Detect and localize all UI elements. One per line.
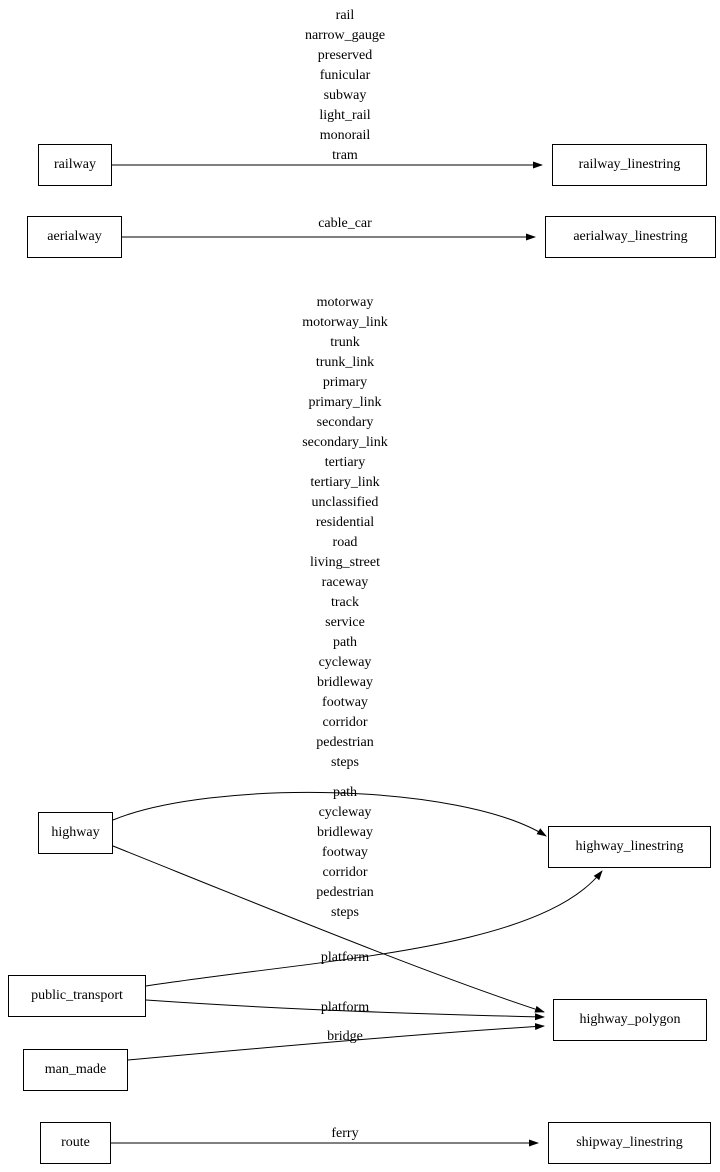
man-made-to-highway-polygon-label: bridge [327,1027,363,1047]
edge-label-line: secondary [316,415,374,430]
edge-label-line: path [332,785,358,800]
node-route: route [40,1122,111,1164]
edge-public_transport-to-highway_polygon [145,999,545,1021]
public-transport-to-highway-linestring-label: platform [321,948,369,968]
node-aerialway_linestring: aerialway_linestring [545,216,716,258]
edge-label-line: platform [320,1000,370,1015]
public-transport-to-highway-polygon-label: platform [321,998,369,1018]
edge-label-line: steps [331,905,359,920]
edge-man_made-to-highway_polygon [127,1023,545,1061]
edge-label-line: bridleway [317,675,373,690]
edge-label-line: primary_link [308,395,382,410]
edge-label-line: cable_car [318,216,372,231]
node-highway_polygon: highway_polygon [553,999,707,1041]
edge-label-line: ferry [331,1126,359,1141]
edge-label-line: footway [322,695,368,710]
edge-label-line: trunk_link [315,355,375,370]
edge-label-line: narrow_gauge [304,28,386,43]
edge-label-line: tertiary [324,455,366,470]
edge-label-line: pedestrian [316,885,374,900]
node-highway: highway [38,812,113,854]
edge-label-line: path [332,635,358,650]
edge-label-line: monorail [319,128,371,143]
node-public_transport: public_transport [8,975,146,1017]
edge-label-line: unclassified [311,495,379,510]
highway-to-highway-polygon-labels: path cycleway bridleway footway corridor pede… [316,783,374,923]
edge-label-line: bridge [327,1029,363,1044]
edge-label-line: cycleway [318,655,372,670]
edge-label-line: corridor [322,715,368,730]
node-man_made: man_made [23,1049,128,1091]
edge-label-line: motorway_link [302,315,388,330]
edge-label-line: steps [330,755,359,770]
node-aerialway: aerialway [27,216,122,258]
node-railway: railway [38,144,112,186]
edge-label-line: trunk [330,335,360,350]
edge-label-line: tram [332,148,358,163]
edge-label-line: residential [315,515,375,530]
edge-highway-to-highway_polygon [112,845,545,1013]
edge-label-line: subway [323,88,367,103]
edge-label-line: platform [320,950,370,965]
edge-label-line: corridor [322,865,368,880]
edge-label-line: light_rail [319,108,371,123]
edge-label-line: service [325,615,365,630]
edge-label-line: bridleway [317,825,373,840]
edge-label-line: secondary_link [302,435,388,450]
edge-label-line: preserved [317,48,373,63]
edge-label-line: footway [322,845,368,860]
edge-label-line: motorway [316,295,374,310]
edge-label-line: raceway [321,575,369,590]
edge-label-line: cycleway [318,805,372,820]
edge-label-line: rail [335,8,355,23]
edge-public_transport-to-highway_linestring [145,870,603,987]
edge-highway-to-highway_linestring [112,791,547,837]
node-railway_linestring: railway_linestring [552,144,707,186]
node-highway_linestring: highway_linestring [548,826,711,868]
edge-label-line: tertiary_link [310,475,380,490]
node-shipway_linestring: shipway_linestring [548,1122,711,1164]
edge-label-line: primary [322,375,368,390]
aerialway-to-aerialway-linestring-label: cable_car [318,214,372,234]
edge-label-line: living_street [309,555,380,570]
edge-label-line: track [331,595,359,610]
edge-label-line: pedestrian [316,735,374,750]
edge-label-line: road [332,535,358,550]
railway-to-railway-linestring-labels: rail narrow_gauge preserved funicular subway… [305,6,385,166]
route-to-shipway-linestring-label: ferry [331,1124,358,1144]
edge-label-line: funicular [319,68,371,83]
